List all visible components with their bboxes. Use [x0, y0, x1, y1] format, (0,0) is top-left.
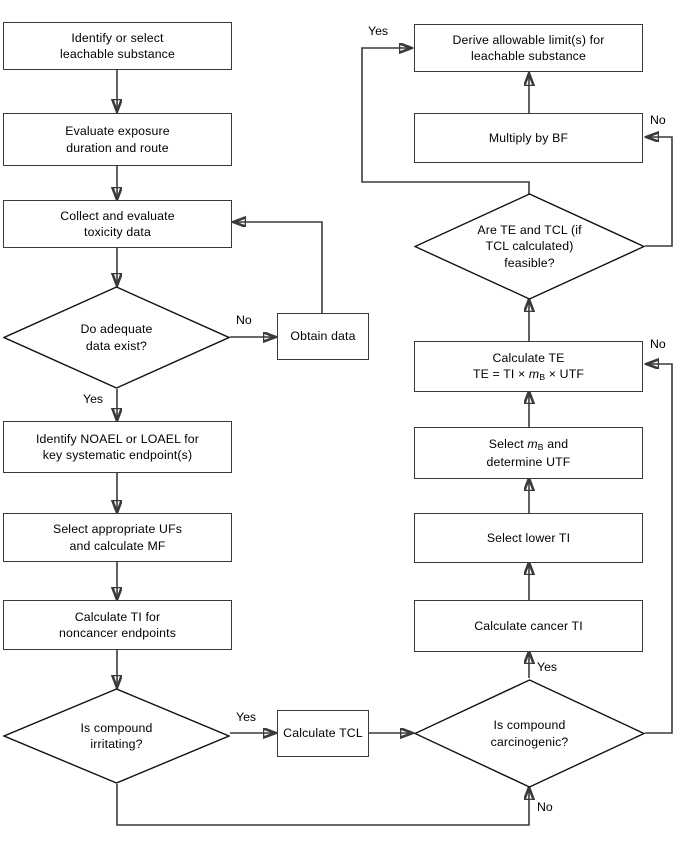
diamond-shape	[414, 679, 645, 788]
diamond-shape	[3, 286, 230, 389]
calculate-te-formula-pre: TE = TI ×	[472, 367, 529, 381]
node-calculate-tcl-label: Calculate TCL	[283, 726, 363, 741]
edge-obtain-feedback-to-collect	[234, 222, 323, 313]
edge-label-adequate-data-yes: Yes	[83, 392, 104, 406]
edge-label-feasible-no-upper: No	[650, 113, 666, 127]
edge-label-feasible-no-lower: No	[650, 337, 666, 351]
node-identify-noael[interactable]: Identify NOAEL or LOAEL for key systemat…	[3, 421, 232, 473]
node-evaluate-exposure[interactable]: Evaluate exposure duration and route	[3, 113, 232, 166]
node-select-lower-ti-label: Select lower TI	[486, 530, 571, 545]
calculate-te-formula-sub: B	[539, 372, 546, 382]
node-identify-substance-label: Identify or select leachable substance	[60, 30, 175, 62]
edge-feasible-yes-to-derive	[361, 48, 530, 194]
node-collect-toxicity-label: Collect and evaluate toxicity data	[60, 208, 175, 240]
node-te-tcl-feasible[interactable]: Are TE and TCL (if TCL calculated) feasi…	[414, 193, 645, 300]
node-multiply-bf[interactable]: Multiply by BF	[414, 113, 643, 163]
edge-feasible-no-loop-to-multiply	[645, 137, 673, 247]
edge-label-carcinogenic-yes: Yes	[537, 660, 558, 674]
edge-label-irritating-yes: Yes	[236, 710, 257, 724]
node-is-irritating[interactable]: Is compound irritating?	[3, 688, 230, 784]
node-obtain-data[interactable]: Obtain data	[277, 313, 369, 360]
node-is-irritating-label: Is compound irritating?	[80, 720, 153, 752]
node-calculate-cancer-ti-label: Calculate cancer TI	[474, 618, 583, 633]
node-calculate-ti[interactable]: Calculate TI for noncancer endpoints	[3, 600, 232, 650]
node-collect-toxicity[interactable]: Collect and evaluate toxicity data	[3, 200, 232, 248]
edge-label-adequate-data-no: No	[236, 313, 252, 327]
calculate-te-title: Calculate TE	[492, 350, 565, 365]
diamond-shape	[3, 688, 230, 784]
node-select-mb[interactable]: Select mB and determine UTF	[414, 427, 643, 479]
node-select-ufs-label: Select appropriate UFs and calculate MF	[52, 522, 183, 553]
node-is-carcinogenic-label: Is compound carcinogenic?	[490, 718, 569, 749]
select-mb-var: m	[527, 437, 538, 451]
node-calculate-te[interactable]: Calculate TE TE = TI × mB × UTF	[414, 341, 643, 392]
node-select-lower-ti[interactable]: Select lower TI	[414, 513, 643, 563]
calculate-te-formula-var: m	[528, 367, 540, 381]
node-calculate-ti-label: Calculate TI for noncancer endpoints	[58, 609, 177, 641]
node-obtain-data-label: Obtain data	[290, 329, 356, 344]
node-is-carcinogenic[interactable]: Is compound carcinogenic?	[414, 679, 645, 788]
edge-carcinogenic-no-loop-to-te	[645, 364, 673, 734]
node-calculate-te-label: Calculate TE TE = TI × mB × UTF	[469, 350, 588, 384]
node-evaluate-exposure-label: Evaluate exposure duration and route	[65, 124, 170, 155]
node-derive-limits[interactable]: Derive allowable limit(s) for leachable …	[414, 24, 643, 72]
node-select-mb-label: Select mB and determine UTF	[483, 436, 575, 470]
edge-label-carcinogenic-no: No	[537, 800, 553, 814]
calculate-te-formula-post: × UTF	[545, 367, 585, 381]
node-calculate-cancer-ti[interactable]: Calculate cancer TI	[414, 600, 643, 652]
diamond-shape	[414, 193, 645, 300]
select-mb-post: and	[543, 437, 569, 451]
node-adequate-data[interactable]: Do adequate data exist?	[3, 286, 230, 389]
edge-irritating-no-to-carcinogenic	[116, 784, 529, 826]
select-mb-line2: determine UTF	[486, 454, 571, 469]
node-identify-substance[interactable]: Identify or select leachable substance	[3, 22, 232, 70]
node-adequate-data-label: Do adequate data exist?	[80, 322, 153, 353]
node-calculate-tcl[interactable]: Calculate TCL	[277, 710, 369, 757]
node-te-tcl-feasible-label: Are TE and TCL (if TCL calculated) feasi…	[477, 222, 582, 270]
node-select-ufs[interactable]: Select appropriate UFs and calculate MF	[3, 513, 232, 562]
node-multiply-bf-label: Multiply by BF	[488, 130, 569, 145]
select-mb-sub: B	[537, 442, 544, 452]
node-derive-limits-label: Derive allowable limit(s) for leachable …	[452, 32, 605, 64]
node-identify-noael-label: Identify NOAEL or LOAEL for key systemat…	[35, 431, 200, 463]
select-mb-pre: Select	[488, 437, 528, 451]
edge-label-feasible-yes: Yes	[368, 24, 389, 38]
